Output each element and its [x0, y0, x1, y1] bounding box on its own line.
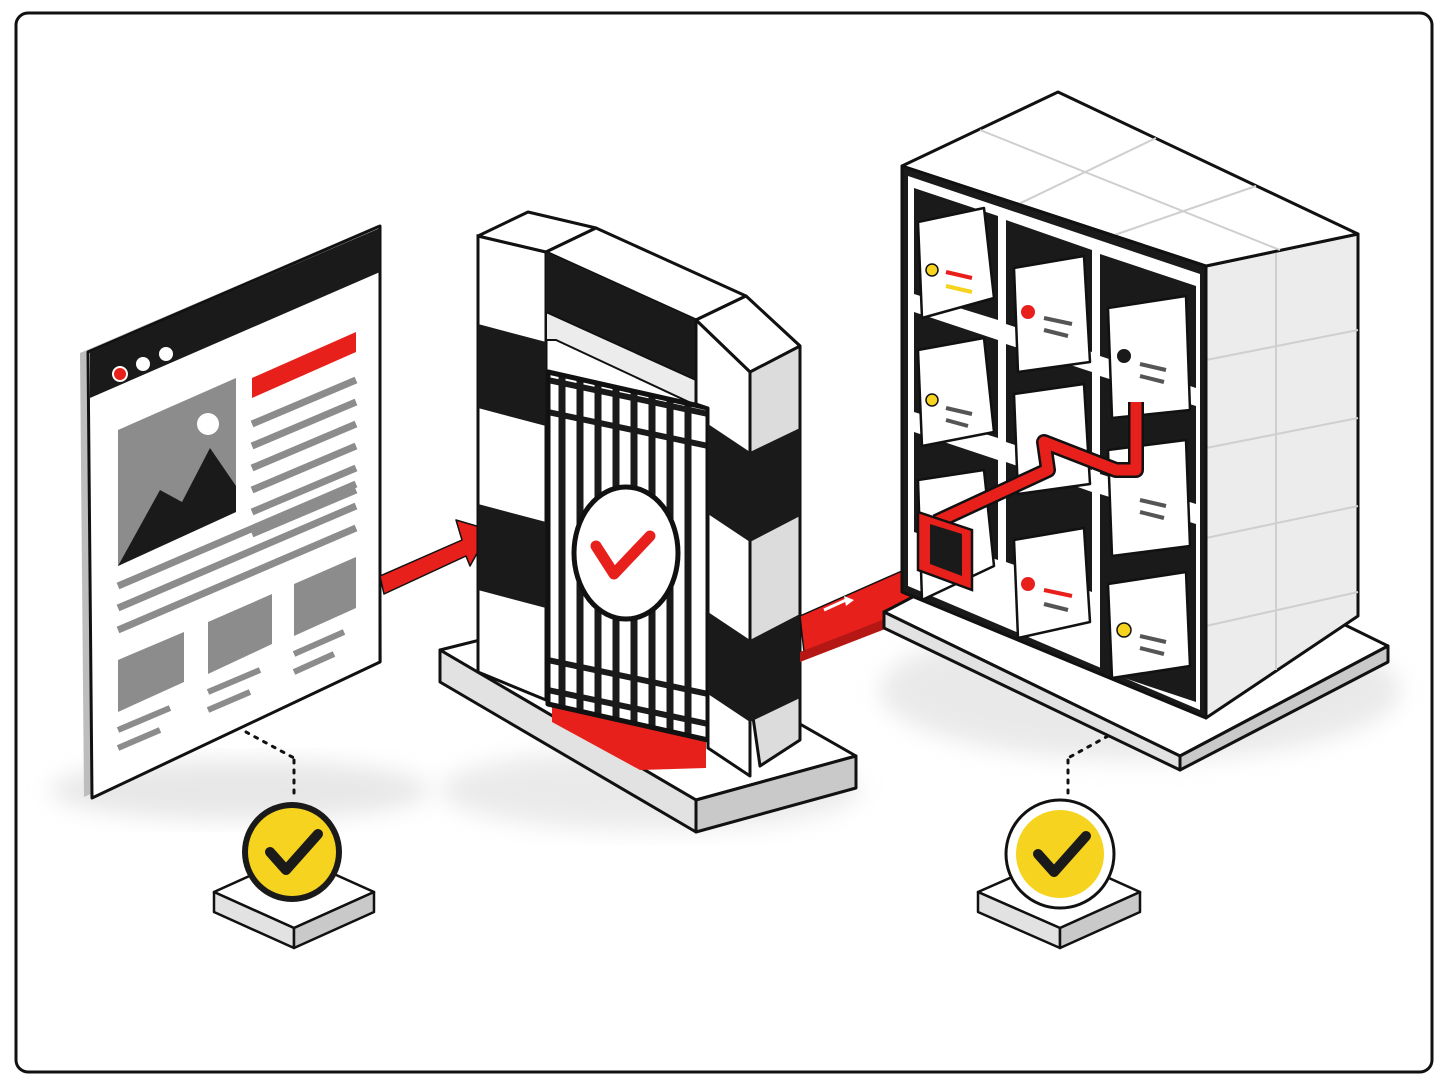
- check-icon: [1004, 798, 1116, 910]
- headline-bar: [252, 332, 356, 398]
- webpage-icon: [50, 224, 430, 820]
- text-lines: [116, 376, 358, 634]
- thumbnail-placeholder: [118, 632, 184, 712]
- status-left: [212, 730, 376, 950]
- routing-path: [916, 402, 1144, 592]
- check-icon: [242, 802, 342, 902]
- image-placeholder-icon: [118, 378, 236, 566]
- file-box: [1106, 438, 1192, 558]
- thumbnail-placeholder: [208, 594, 272, 674]
- storage-cabinet-icon: [880, 90, 1400, 772]
- file-box: [916, 336, 996, 448]
- status-right: [976, 734, 1142, 950]
- browser-dot: [136, 357, 150, 371]
- file-box: [1012, 526, 1092, 640]
- file-box: [1106, 570, 1192, 680]
- gate-check-icon: [571, 484, 681, 622]
- gate-icon: [438, 210, 860, 834]
- file-box: [1106, 294, 1192, 420]
- file-box: [1012, 254, 1092, 374]
- browser-dot-red: [112, 366, 128, 382]
- gate-floor-strip: [552, 700, 706, 770]
- browser-dot: [159, 347, 173, 361]
- thumbnail-placeholder: [294, 557, 356, 636]
- file-box: [916, 206, 996, 320]
